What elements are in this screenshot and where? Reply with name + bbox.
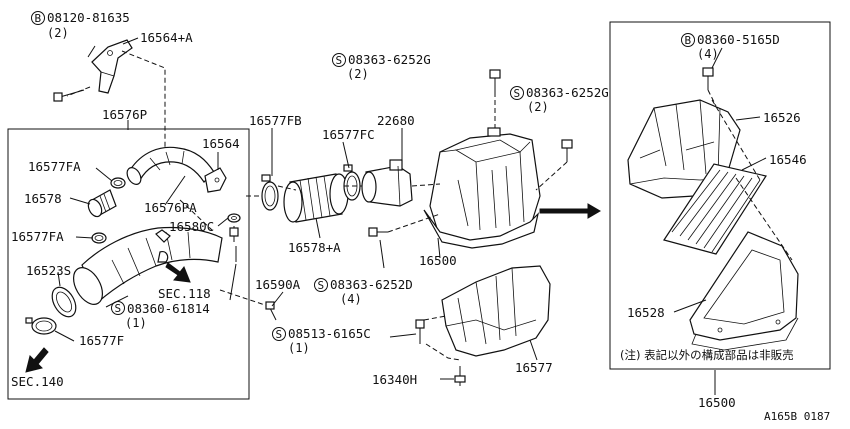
grommet-16578-part xyxy=(87,189,117,218)
qty-screw-f: (4) xyxy=(697,47,719,61)
screw-marker-icon: S xyxy=(272,327,286,341)
qty-bolt-08120: (2) xyxy=(47,26,69,40)
svg-text:S: S xyxy=(514,87,521,100)
screw-08513-6165c-part xyxy=(415,319,425,344)
qty-screw-g-right: (2) xyxy=(527,100,549,114)
label-clamp-fc: 16577FC xyxy=(322,127,375,142)
screw-08363-6252g-b-part xyxy=(561,139,573,162)
screw-marker-icon: S xyxy=(111,301,125,315)
label-clamp-fa-lower: 16577FA xyxy=(11,229,64,244)
label-screw-08360-61814: 08360-61814 xyxy=(127,301,210,316)
ring-16523s-part xyxy=(51,286,77,318)
sec118-arrow-icon xyxy=(165,262,191,283)
clamp-16577fb-part xyxy=(261,174,279,211)
label-clamp-f: 16577F xyxy=(79,333,124,348)
note-text: (注) 表記以外の構成部品は非販売 xyxy=(620,348,794,362)
screw-marker-icon: S xyxy=(332,53,346,67)
label-screw-f: 08360-5165D xyxy=(697,32,780,47)
label-bolt-h: 16340H xyxy=(372,372,417,387)
label-hose-a: 16578+A xyxy=(288,240,341,255)
inlet-duct-resonator-part xyxy=(72,226,223,305)
label-screw-g-left: 08363-6252G xyxy=(348,52,431,67)
qty-screw-d: (4) xyxy=(340,292,362,306)
label-cover: 16577 xyxy=(515,360,553,375)
label-screw-e: 08513-6165C xyxy=(288,326,371,341)
label-screw-g-right: 08363-6252G xyxy=(526,85,609,100)
label-bracket: 16564+A xyxy=(140,30,193,45)
qty-screw-g-left: (2) xyxy=(347,67,369,81)
right-sub-assembly-frame xyxy=(609,21,831,370)
label-cleaner-assy: 16500 xyxy=(419,253,457,268)
screw-marker-icon: S xyxy=(314,278,328,292)
label-sec140: SEC.140 xyxy=(11,374,64,389)
screw-08363-6252d-part xyxy=(368,227,388,237)
sec140-arrow-icon xyxy=(25,347,49,373)
svg-text:S: S xyxy=(276,328,283,341)
label-resonator: 16523S xyxy=(26,263,71,278)
hose-16578a-part xyxy=(283,173,349,223)
clamp-16577f-part xyxy=(25,317,57,335)
label-collar: 16580C xyxy=(169,219,214,234)
svg-text:S: S xyxy=(115,302,122,315)
sensor-22680-part xyxy=(361,159,413,207)
clamp-16577fa-lower-part xyxy=(91,232,107,244)
lower-body-16528-part xyxy=(689,231,799,351)
label-bolt-08120: 08120-81635 xyxy=(47,10,130,25)
svg-text:S: S xyxy=(336,54,343,67)
label-duct-assy: 16576P xyxy=(102,107,147,122)
label-element: 16546 xyxy=(769,152,807,167)
screw-08360-5165d-part xyxy=(702,67,714,90)
bolt-marker-icon: B xyxy=(681,33,695,47)
bolt-08120-part xyxy=(53,89,85,102)
svg-text:B: B xyxy=(35,12,42,25)
screw-08363-6252g-a-part xyxy=(489,69,501,92)
label-sec118: SEC.118 xyxy=(158,286,211,301)
qty-screw-08360-61814: (1) xyxy=(125,316,147,330)
clamp-16577fc-part xyxy=(343,164,361,201)
filter-element-16546-part xyxy=(663,163,767,255)
exploded-view-arrow-icon xyxy=(539,203,601,219)
label-grommet-a: 16590A xyxy=(255,277,301,292)
svg-text:S: S xyxy=(318,279,325,292)
clamp-16577fa-upper-part xyxy=(110,177,126,189)
label-screw-d: 08363-6252D xyxy=(330,277,413,292)
air-cleaner-assembly-part xyxy=(423,127,541,249)
label-clamp-fa-upper: 16577FA xyxy=(28,159,81,174)
label-duct-pa: 16576PA xyxy=(144,200,197,215)
label-grommet: 16578 xyxy=(24,191,62,206)
drawing-code: A165B 0187 xyxy=(764,410,830,423)
screw-marker-icon: S xyxy=(510,86,524,100)
label-sensor: 22680 xyxy=(377,113,415,128)
label-assy-bottom: 16500 xyxy=(698,395,736,410)
label-clamp-fb: 16577FB xyxy=(249,113,302,128)
grommet-16590a-part xyxy=(265,301,277,321)
collar-16580c-part xyxy=(227,213,241,242)
cover-16577-part xyxy=(441,265,551,357)
label-clip: 16564 xyxy=(202,136,240,151)
bolt-marker-icon: B xyxy=(31,11,45,25)
duct-16576pa-part xyxy=(126,146,215,185)
label-body: 16528 xyxy=(627,305,665,320)
bolt-16340h-part xyxy=(454,366,466,386)
bracket-part xyxy=(91,39,133,94)
label-top-cover: 16526 xyxy=(763,110,801,125)
qty-screw-e: (1) xyxy=(288,341,310,355)
svg-text:B: B xyxy=(685,34,692,47)
